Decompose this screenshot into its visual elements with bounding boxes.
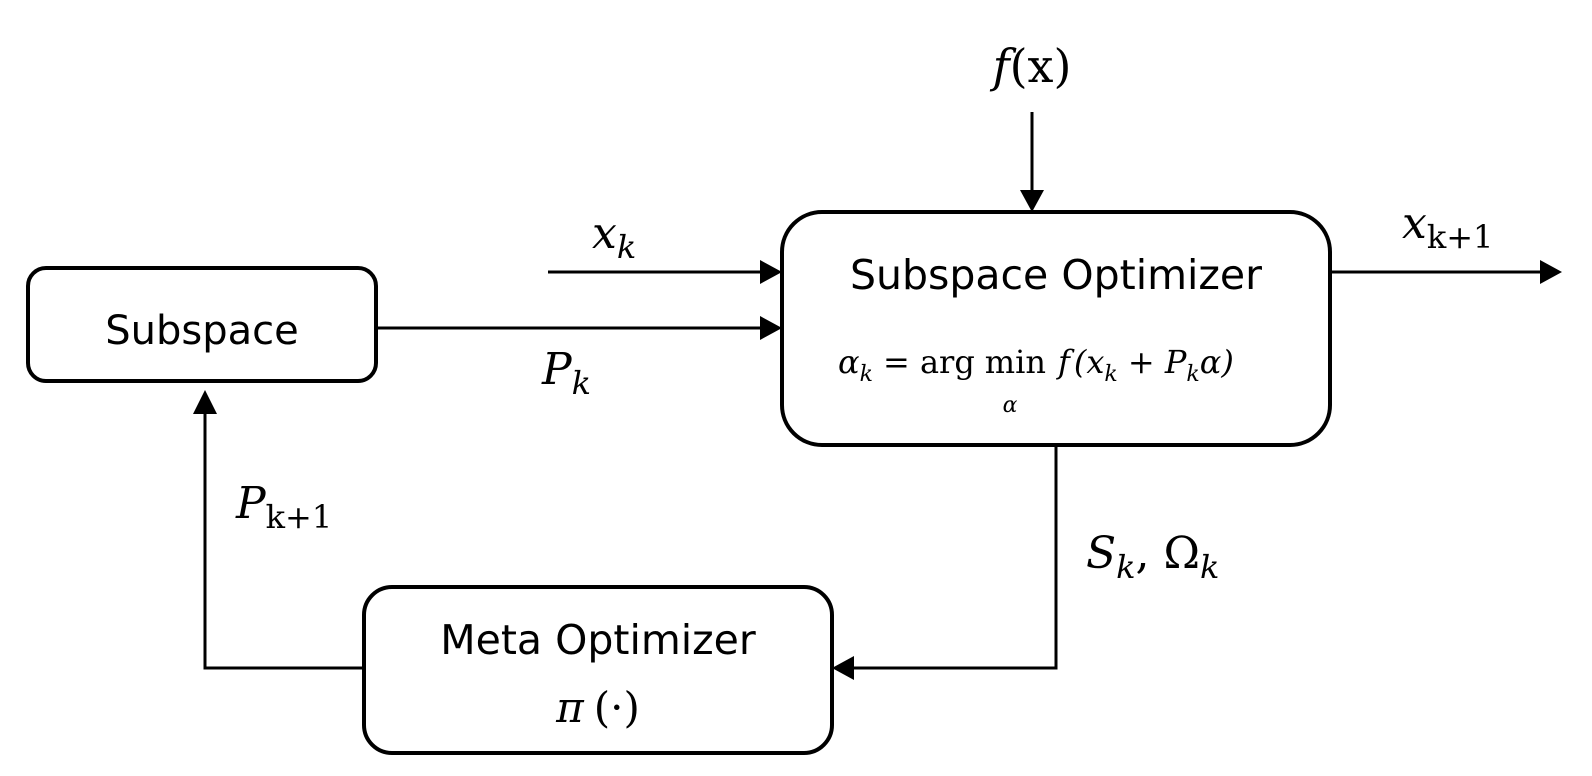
formula-alpha-close: α): [1200, 343, 1234, 381]
s-omega-separator: ,: [1136, 528, 1164, 579]
formula-min: min: [985, 343, 1046, 381]
pk-label: Pk: [541, 344, 591, 402]
meta-optimizer-block[interactable]: [362, 585, 834, 755]
policy-symbol: π: [555, 683, 585, 732]
p-next-feedback-arrowhead: [193, 390, 217, 414]
xk-input-arrowhead: [760, 260, 782, 284]
input-function-arg: (x): [1010, 39, 1072, 93]
pk-arrowhead: [760, 316, 782, 340]
fx-input-arrowhead: [1020, 190, 1044, 212]
p-next-feedback-wire: [203, 412, 364, 670]
subspace-block[interactable]: [26, 266, 378, 383]
meta-optimizer-title: Meta Optimizer: [440, 616, 756, 664]
p-next-label: Pk+1: [235, 478, 332, 536]
p-next-base: P: [235, 478, 267, 529]
s-omega-feedback-arrowhead: [832, 656, 854, 680]
x-next-output-arrowhead: [1540, 260, 1562, 284]
x-next-base: x: [1402, 198, 1427, 249]
formula-equals-arg: = arg: [883, 343, 975, 381]
formula-alpha-subscript: k: [860, 362, 873, 387]
pk-base: P: [541, 344, 573, 395]
subspace-title: Subspace: [105, 308, 298, 354]
x-next-subscript: k+1: [1427, 218, 1494, 256]
subspace-optimizer-block[interactable]: [780, 210, 1332, 447]
policy-argument: (·): [594, 683, 640, 732]
subspace-optimizer-title: Subspace Optimizer: [850, 251, 1262, 299]
formula-open-x: (x: [1074, 343, 1105, 381]
s-omega-feedback-wire: [852, 445, 1058, 670]
formula-plus: +: [1118, 343, 1165, 381]
formula-p-subscript: k: [1186, 362, 1199, 387]
omega-base: Ω: [1164, 528, 1200, 579]
pk-subscript: k: [572, 364, 591, 402]
xk-label: xk: [592, 208, 636, 266]
formula-x-subscript: k: [1104, 362, 1117, 387]
omega-subscript: k: [1200, 548, 1219, 586]
s-base: S: [1086, 528, 1116, 579]
xk-base: x: [592, 208, 617, 259]
p-next-subscript: k+1: [266, 498, 333, 536]
formula-alpha: α: [838, 343, 860, 381]
xk-subscript: k: [617, 228, 636, 266]
formula-p: P: [1164, 343, 1187, 381]
meta-optimizer-policy: π(·): [555, 683, 640, 732]
s-subscript: k: [1116, 548, 1135, 586]
input-function-label: f(x): [990, 39, 1072, 93]
formula-min-subscript: α: [1003, 393, 1018, 418]
s-omega-label: Sk, Ωk: [1086, 528, 1219, 586]
x-next-label: xk+1: [1402, 198, 1493, 256]
